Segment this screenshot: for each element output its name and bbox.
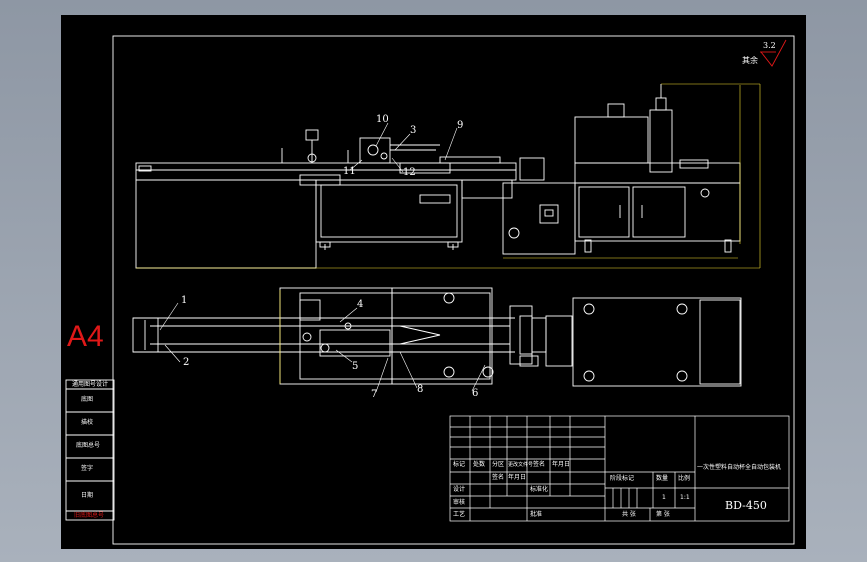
title-block-grid [449,415,790,522]
tb-product-name: 一次性塑料自动杯全自动包装机 [697,464,782,471]
tb-process-label: 工艺 [453,511,466,518]
roughness-value: 3.2 [763,41,776,50]
tb-sheet-no: 第 张 [656,511,670,518]
side-table-grid [65,379,115,521]
side-table-footer: 旧底图总号 [74,512,105,519]
tb-design-sign: 签名 [492,474,505,481]
tb-scale-label: 比例 [678,475,691,482]
tb-header: 分区 [492,461,505,468]
tb-stage-label: 阶段标记 [610,475,635,482]
tb-header: 年月日 [552,461,571,468]
part-label-6: 6 [472,388,479,399]
roughness-symbol [760,39,787,67]
part-label-7: 7 [371,389,378,400]
side-table-row: 底图 [81,396,94,403]
tb-header: 更改文件号 [508,462,534,468]
tb-scale: 1:1 [680,494,690,501]
inner-border [112,35,795,545]
tb-quantity: 1 [662,494,666,501]
part-label-9: 9 [457,120,464,131]
part-label-11: 11 [343,166,356,177]
part-label-4: 4 [357,299,364,310]
tb-design-date: 年月日 [508,474,527,481]
tb-header: 签名 [533,461,546,468]
part-label-8: 8 [417,384,424,395]
tb-approval-label: 批准 [530,511,543,518]
part-label-10: 10 [376,114,389,125]
part-label-3: 3 [410,125,417,136]
drawing-sheet: 3.2 其余 1 2 3 4 5 6 7 8 9 10 11 12 A4 通用图… [61,15,806,549]
part-label-12: 12 [403,167,416,178]
side-table-row: 签字 [81,465,94,472]
roughness-label: 其余 [742,56,758,65]
tb-quantity-label: 数量 [656,475,669,482]
technical-drawing [65,35,795,545]
tb-drawing-number: BD-450 [725,499,767,512]
front-view [135,84,741,269]
tb-sheets-total: 共 张 [622,511,636,518]
tb-header: 处数 [473,461,486,468]
tb-standardization: 标准化 [530,486,549,493]
part-label-5: 5 [352,361,359,372]
tb-review-label: 审核 [453,499,466,506]
tb-design-label: 设计 [453,486,466,493]
side-table-row: 描校 [81,419,94,426]
part-label-1: 1 [181,295,188,306]
part-label-2: 2 [183,357,190,368]
tb-header: 标记 [453,461,466,468]
side-table-row: 底图总号 [76,442,101,449]
side-table-row: 日期 [81,492,94,499]
side-table-row: 通用图号设计 [72,381,109,388]
sheet-size-mark: A4 [67,320,104,353]
